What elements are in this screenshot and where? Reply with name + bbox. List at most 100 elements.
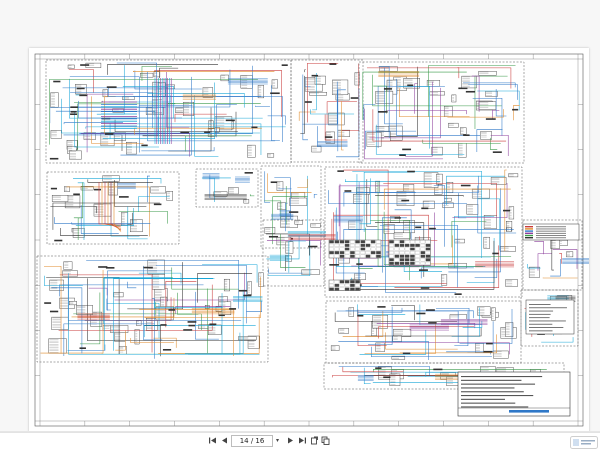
connector-label-mark xyxy=(483,351,492,353)
table-cell xyxy=(400,244,404,247)
schematic-component xyxy=(68,65,74,68)
schematic-component xyxy=(208,325,221,335)
table-cell xyxy=(366,244,370,247)
connector-label-mark xyxy=(80,347,86,349)
table-cell xyxy=(400,262,404,265)
connector-label-mark xyxy=(50,158,58,160)
wire xyxy=(496,89,506,116)
schematic-component xyxy=(355,273,366,279)
rotate-icon[interactable] xyxy=(309,435,320,446)
connector-label-mark xyxy=(77,88,85,90)
table-cell xyxy=(421,248,425,251)
table-cell xyxy=(421,244,425,247)
table-cell xyxy=(410,240,414,243)
notes-text-line xyxy=(529,327,563,328)
table-cell xyxy=(421,240,425,243)
notes-text-line xyxy=(529,314,551,315)
connector-label-mark xyxy=(407,85,413,87)
table-cell xyxy=(371,248,375,251)
last-page-icon[interactable] xyxy=(297,435,308,446)
table-cell xyxy=(345,248,349,251)
connector-label-mark xyxy=(344,190,351,192)
table-cell xyxy=(376,240,380,243)
connector-label-mark xyxy=(160,324,166,326)
page-indicator: 14 / 16 xyxy=(240,437,265,445)
connector-label-mark xyxy=(493,151,502,153)
table-cell xyxy=(350,255,354,258)
schematic-component xyxy=(455,239,465,243)
table-cell xyxy=(329,288,333,291)
schematic-component xyxy=(311,224,321,228)
connector-label-mark xyxy=(466,91,475,93)
connector-label-mark xyxy=(119,196,129,198)
table-cell xyxy=(371,244,375,247)
connector-label-mark xyxy=(53,81,60,83)
schematic-component xyxy=(484,215,496,228)
table-cell xyxy=(355,284,359,287)
table-cell xyxy=(376,255,380,258)
schematic-component xyxy=(109,182,118,195)
wire xyxy=(188,333,240,355)
connector-label-mark xyxy=(329,63,336,65)
schematic-component xyxy=(183,102,193,115)
table-cell xyxy=(405,240,409,243)
wire xyxy=(114,180,146,206)
table-cell xyxy=(415,255,419,258)
connector-label-mark xyxy=(168,309,175,311)
table-cell xyxy=(366,248,370,251)
notes-block xyxy=(526,300,574,334)
wire xyxy=(246,301,261,312)
table-cell xyxy=(421,255,425,258)
wire xyxy=(166,72,189,127)
connector-label-mark xyxy=(455,293,462,295)
legend-text-line xyxy=(536,229,566,230)
connector-label-mark xyxy=(429,228,436,230)
sheet-inner-border xyxy=(40,59,578,421)
schematic-component xyxy=(64,262,72,270)
connector-label-mark xyxy=(154,204,162,206)
connector-label-mark xyxy=(79,95,87,97)
table-cell xyxy=(389,240,393,243)
page-number-field[interactable]: 14 / 16 xyxy=(231,435,273,447)
table-cell xyxy=(350,248,354,251)
schematic-component xyxy=(448,123,458,127)
wire xyxy=(297,179,307,188)
table-cell xyxy=(410,258,414,261)
table-cell xyxy=(405,262,409,265)
table-cell xyxy=(415,248,419,251)
prev-page-icon[interactable] xyxy=(219,435,230,446)
table-cell xyxy=(335,251,339,254)
table-cell xyxy=(345,284,349,287)
table-cell xyxy=(395,240,399,243)
legend-text-line xyxy=(536,226,566,227)
connector-label-mark xyxy=(269,236,278,238)
first-page-icon[interactable] xyxy=(207,435,218,446)
next-page-icon[interactable] xyxy=(285,435,296,446)
connector-label-mark xyxy=(204,131,210,133)
table-cell xyxy=(335,244,339,247)
schematic-component xyxy=(203,88,213,98)
title-block-text-line xyxy=(461,403,515,404)
table-cell xyxy=(355,244,359,247)
table-cell xyxy=(366,240,370,243)
schematic-component xyxy=(241,75,253,88)
legend-swatch xyxy=(525,230,533,231)
table-cell xyxy=(350,251,354,254)
table-cell xyxy=(355,251,359,254)
connector-label-mark xyxy=(401,200,409,202)
table-cell xyxy=(340,284,344,287)
title-block xyxy=(458,372,570,416)
table-cell xyxy=(389,251,393,254)
schematic-component xyxy=(479,71,497,75)
schematic-component xyxy=(126,142,136,154)
schematic-component xyxy=(289,198,306,205)
chevron-down-icon[interactable]: ▾ xyxy=(273,435,282,446)
table-cell xyxy=(361,240,365,243)
legend-text-line xyxy=(536,237,566,238)
copy-icon[interactable] xyxy=(320,435,331,446)
connector-label-mark xyxy=(512,109,518,111)
wire xyxy=(448,188,500,272)
table-cell xyxy=(340,244,344,247)
table-cell xyxy=(389,244,393,247)
connector-label-mark xyxy=(188,321,197,323)
